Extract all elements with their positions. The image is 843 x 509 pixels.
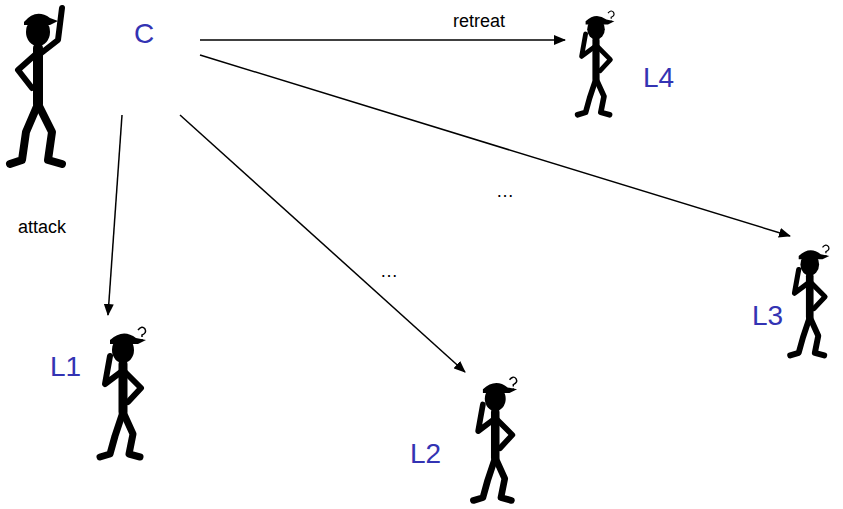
lieutenant-node: L3 [748,236,840,364]
order-arrow [200,55,790,236]
edge-label: attack [18,218,66,236]
lieutenant-node: L2 [405,372,545,506]
edge-label: retreat [453,12,505,30]
edge-label: … [496,182,514,200]
order-arrow [180,115,465,372]
figure-label: L3 [752,302,783,330]
lieutenant-figure [473,377,517,500]
commander-figure [10,8,62,164]
figure-label: L4 [643,64,674,92]
order-arrow [108,115,122,315]
lieutenant-node: L4 [565,6,680,114]
lieutenant-figure [100,327,146,457]
lieutenant-figure [578,11,615,115]
lieutenant-node: L1 [45,315,157,465]
figure-label: L1 [50,353,81,381]
lieutenant-figure [790,245,829,355]
edge-label: … [380,262,398,280]
figure-label: C [134,20,154,48]
order-arrow [200,39,565,41]
figure-label: L2 [410,440,441,468]
lieutenant-node: C [112,8,200,115]
